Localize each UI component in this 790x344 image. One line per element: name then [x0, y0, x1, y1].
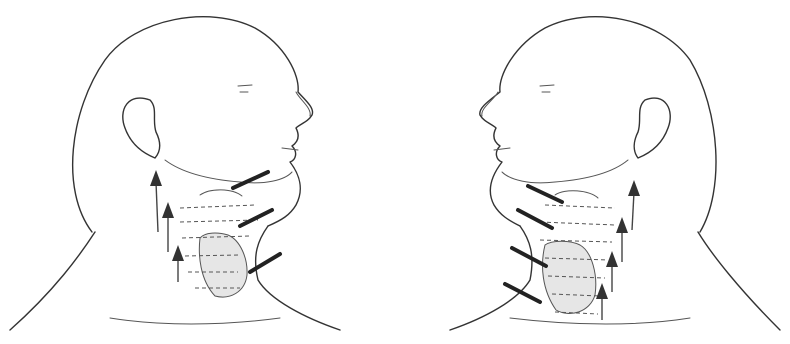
right-neck-front — [450, 226, 532, 330]
right-eye — [540, 85, 554, 92]
left-eye — [238, 85, 252, 92]
right-neck-back — [698, 232, 780, 330]
left-mouth — [282, 148, 298, 150]
right-arrow-2 — [616, 217, 628, 262]
right-dashed-field-3 — [540, 240, 612, 242]
left-arrow-3 — [172, 245, 184, 282]
right-strap — [555, 191, 598, 198]
left-electrode-1 — [233, 172, 268, 188]
right-dashed-field-2 — [540, 222, 615, 225]
right-head-outline — [480, 17, 716, 232]
right-dashed-field-1 — [545, 205, 615, 208]
left-arrow-1 — [150, 170, 162, 232]
left-head-outline — [73, 17, 313, 232]
right-jaw — [502, 160, 628, 183]
right-arrow-1 — [628, 180, 640, 230]
left-strap — [200, 190, 242, 196]
left-neck-back — [10, 232, 95, 330]
left-electrode-3 — [250, 254, 280, 272]
right-mouth — [494, 148, 510, 150]
right-arrow-3 — [606, 251, 618, 292]
left-collar — [110, 318, 280, 324]
right-nose — [482, 92, 498, 116]
right-head-figure — [450, 17, 780, 330]
left-head-figure — [10, 17, 340, 330]
left-dashed-field-1 — [180, 205, 255, 208]
left-jaw — [165, 160, 292, 183]
right-electrode-3 — [512, 248, 546, 266]
right-treatment-area — [543, 241, 596, 313]
left-ear — [123, 98, 160, 158]
right-ear — [634, 98, 670, 158]
left-electrode-2 — [240, 210, 272, 226]
left-arrow-2 — [162, 202, 174, 252]
right-electrode-2 — [518, 210, 552, 228]
left-neck-front — [256, 226, 340, 330]
left-treatment-area — [199, 233, 247, 297]
right-collar — [510, 318, 690, 324]
right-electrode-4 — [505, 284, 540, 302]
